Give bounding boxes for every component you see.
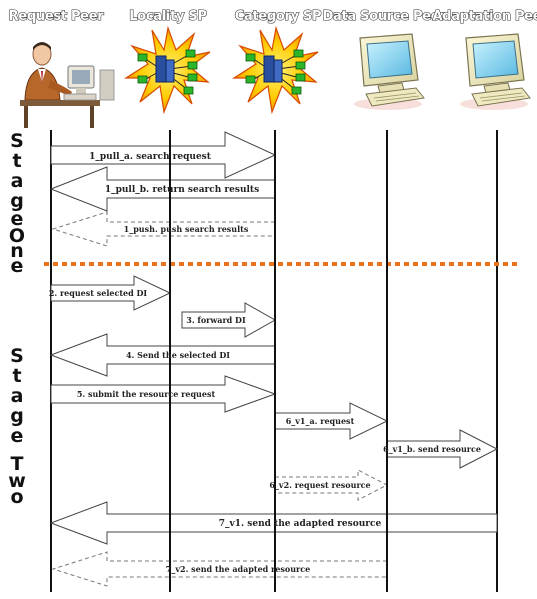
message-label-1-pull-b: 1_pull_b. return search results [105, 185, 259, 195]
arrow-1-push [51, 211, 276, 247]
message-label-6-v1-b: 6_v1_b. send resource [383, 444, 481, 454]
svg-text:t: t [12, 365, 21, 387]
svg-text:w: w [8, 470, 26, 492]
svg-text:g: g [10, 190, 24, 212]
stage-two-label: S t a g e T w o [8, 345, 26, 508]
svg-text:T: T [11, 453, 24, 475]
svg-text:a: a [11, 170, 24, 192]
svg-text:e: e [11, 255, 24, 277]
arrow-1-pull-a [50, 131, 277, 179]
message-label-6-v2: 6_v2. request resource [269, 480, 370, 490]
svg-text:S: S [10, 130, 24, 152]
stage-one-label: S t a g e O n e [9, 130, 25, 277]
svg-text:O: O [9, 225, 25, 247]
participant-label-locality-sp: Locality SP [129, 9, 206, 24]
message-label-6-v1-a: 6_v1_a. request [286, 416, 355, 426]
message-label-2: 2. request selected DI [49, 288, 148, 298]
svg-text:a: a [11, 385, 24, 407]
svg-text:t: t [12, 150, 21, 172]
arrow-2-request-selected-di [50, 275, 172, 311]
svg-text:o: o [10, 486, 23, 508]
message-label-4: 4. Send the selected DI [126, 350, 230, 360]
arrow-7-v2-send-adapted-resource [51, 551, 388, 587]
message-label-7-v2: 7_v2. send the adapted resource [166, 564, 310, 574]
message-label-1-pull-a: 1_pull_a. search request [89, 152, 212, 162]
participant-label-adaptation-peer: Adaptation Peer [433, 9, 537, 24]
svg-text:n: n [10, 240, 24, 262]
svg-text:S: S [10, 345, 24, 367]
arrow-5-submit-resource-request [50, 375, 277, 413]
arrow-1-pull-b [49, 166, 276, 212]
svg-text:e: e [11, 425, 24, 447]
computer-monitor-icon [460, 33, 531, 110]
svg-text:e: e [11, 208, 24, 230]
message-label-7-v1: 7_v1. send the adapted resource [219, 519, 382, 529]
arrow-6-v1-b-send-resource [386, 429, 499, 469]
computer-monitor-icon [354, 33, 425, 110]
message-label-5: 5. submit the resource request [77, 389, 216, 399]
message-label-3: 3. forward DI [186, 315, 246, 325]
arrow-4-send-selected-di [49, 333, 276, 377]
businessman-at-computer-icon [20, 42, 115, 128]
network-explosion-icon [123, 25, 211, 115]
participant-label-category-sp: Category SP [235, 9, 322, 24]
arrow-3-forward-di [181, 302, 277, 338]
arrow-6-v1-a-request [274, 402, 389, 440]
participant-label-data-source-peer: Data Source Peer [323, 9, 447, 24]
svg-text:g: g [10, 405, 24, 427]
participant-label-request-peer: Request Peer [9, 9, 105, 24]
arrow-6-v2-request-resource [274, 469, 389, 501]
lifeline-overlay [169, 130, 388, 592]
network-explosion-icon [231, 25, 319, 115]
message-label-1-push: 1_push. push search results [124, 224, 249, 234]
